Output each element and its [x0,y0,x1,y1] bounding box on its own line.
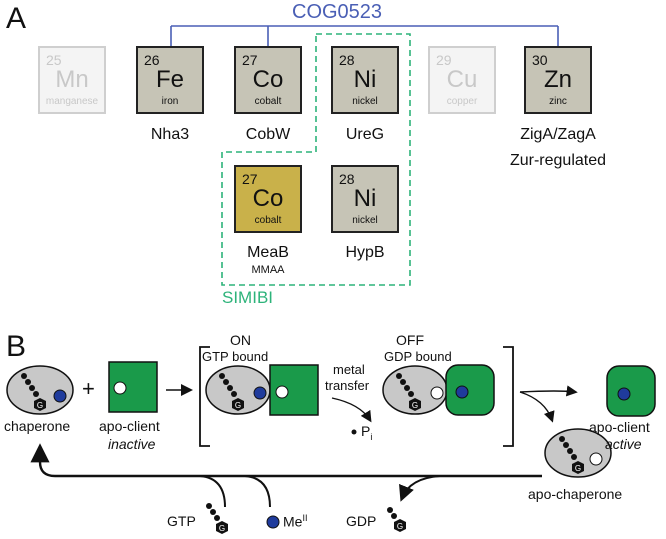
tile-number: 28 [339,52,355,68]
label-zur-regulated: Zur-regulated [509,152,607,169]
element-tile-zn: 30 Zn zinc [524,46,592,114]
tile-name: iron [161,96,179,107]
label-pi: Pi [361,423,372,442]
tile-name: nickel [352,215,378,226]
me-superscript: II [302,513,308,523]
apo-client-inactive-square [108,361,158,413]
tile-symbol: Mn [55,66,89,93]
label-gdp: GDP [346,513,377,529]
label-metal: metal [333,362,365,377]
svg-text:G: G [575,464,581,473]
bracket-right [503,346,514,447]
gdp-output-curve [399,475,441,502]
pi-dot [351,429,357,435]
label-off: OFF [396,332,424,348]
label-apo-client: apo-client [99,418,160,434]
tile-number: 28 [339,171,355,187]
tile-number: 27 [242,171,258,187]
label-gdp-bound: GDP bound [384,349,452,364]
element-tile-ni: 28 Ni nickel [331,46,399,114]
element-tile-fe: 26 Fe iron [136,46,204,114]
label-gtp-bound: GTP bound [202,349,269,364]
simibi-dashed-outline [221,33,411,286]
tile-symbol: Fe [155,66,184,93]
tile-symbol: Zn [543,66,572,93]
element-tile-co-meab: 27 Co cobalt [234,165,302,233]
me-symbol: Me [283,513,303,530]
panel-b-letter: B [6,330,27,363]
tile-name: manganese [45,96,99,107]
metal-ion-icon [266,515,280,529]
cog0523-label: COG0523 [292,1,383,23]
arrow-to-apo-chaperone [519,391,555,423]
label-mmaa: MMAA [251,264,285,276]
element-tile-ni-hypb: 28 Ni nickel [331,165,399,233]
simibi-label: SIMIBI [222,288,274,307]
label-apo-client-active: apo-client [589,419,650,435]
tile-name: cobalt [254,215,282,226]
label-apo-chaperone: apo-chaperone [528,486,623,502]
label-inactive: inactive [108,436,156,452]
tile-symbol: Ni [353,66,377,93]
me-input-curve [244,475,271,508]
label-gtp: GTP [167,513,196,529]
tile-symbol: Co [252,185,284,212]
return-arrow [30,443,542,478]
svg-text:G: G [397,522,403,531]
element-tile-co: 27 Co cobalt [234,46,302,114]
gtp-input-curve [199,475,226,508]
label-plus: + [82,376,95,401]
element-tile-mn: 25 Mn manganese [38,46,106,114]
label-nha3: Nha3 [150,126,190,143]
svg-text:G: G [37,401,43,410]
gdp-molecule-icon: G [387,507,406,532]
bracket-left [199,346,210,447]
label-cobw: CobW [245,126,291,143]
tile-number: 30 [532,52,548,68]
metal-transfer-arrow [331,397,372,423]
arrow-to-active-client [519,385,578,397]
svg-text:G: G [219,524,225,533]
label-meab: MeaB [247,244,289,261]
pi-subscript: i [370,431,373,442]
label-me: MeII [283,513,307,530]
label-ureg: UreG [345,126,385,143]
apo-chaperone: G [544,428,612,478]
complex-off: G [382,364,495,416]
apo-client-active [606,365,656,417]
element-tile-cu: 29 Cu copper [428,46,496,114]
gtp-molecule-icon: G [206,503,228,534]
label-on: ON [230,332,251,348]
tile-number: 27 [242,52,258,68]
svg-text:G: G [412,401,418,410]
tile-symbol: Cu [446,66,478,93]
label-ziga-zaga: ZigA/ZagA [520,126,596,143]
panel-a-letter: A [6,2,27,35]
tile-symbol: Ni [353,185,377,212]
pi-symbol: P [361,423,371,439]
label-active: active [605,436,642,452]
svg-text:G: G [235,401,241,410]
complex-on: G [205,364,319,416]
tile-name: copper [446,96,478,107]
tile-name: nickel [352,96,378,107]
label-chaperone: chaperone [4,418,71,434]
tile-symbol: Co [252,66,284,93]
tile-name: cobalt [254,96,282,107]
chaperone-gtp-bound: G [6,365,74,415]
tile-number: 29 [436,52,452,68]
label-transfer: transfer [325,378,370,393]
label-hypb: HypB [345,244,385,261]
tile-number: 26 [144,52,160,68]
tile-name: zinc [549,96,567,107]
tile-number: 25 [46,52,62,68]
